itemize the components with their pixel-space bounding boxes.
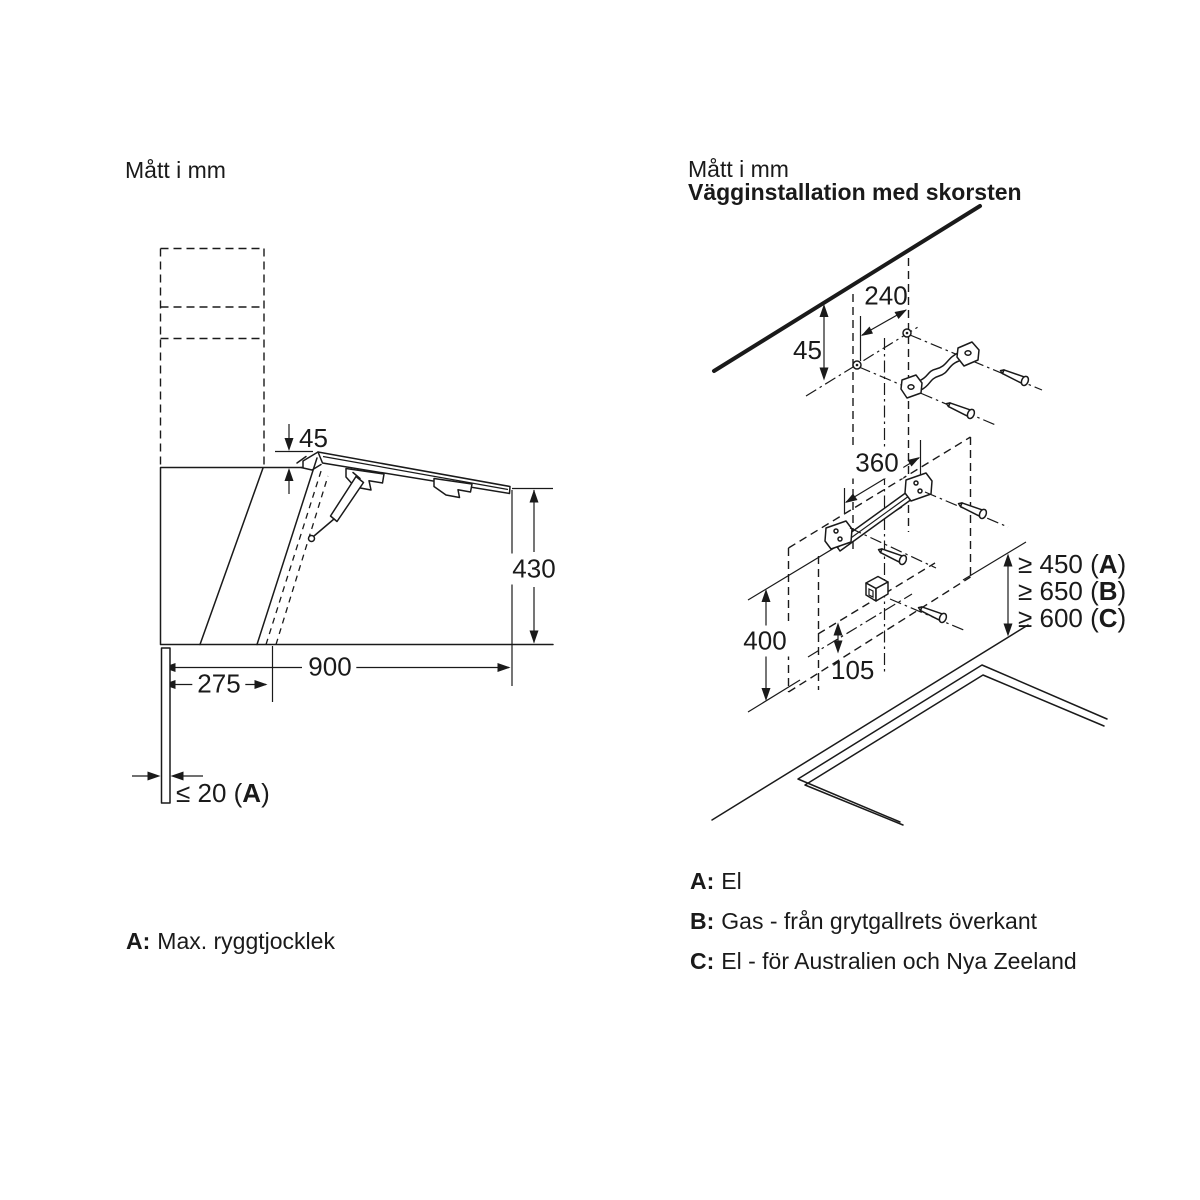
legend-key: A: [126, 928, 151, 954]
screw-icon [997, 365, 1031, 388]
side-view-hood-diagram [132, 247, 554, 804]
dim-430-label: 430 [507, 553, 561, 585]
screw-icon [955, 498, 989, 521]
ceiling-line [712, 204, 982, 373]
clearance-values: ≥ 450 (A) ≥ 650 (B) ≥ 600 (C) [1018, 551, 1126, 632]
clearance-row-b: ≥ 650 (B) [1018, 576, 1127, 606]
dim-back-prefix: ≤ 20 ( [176, 778, 243, 808]
dim-900-label: 900 [303, 651, 357, 683]
screw-icon [915, 602, 949, 625]
dim-360-label: 360 [850, 447, 904, 479]
panel-hook-rear [433, 477, 473, 499]
chimney-bracket [900, 341, 980, 399]
dim-105-label: 105 [831, 655, 875, 685]
dim-back-thickness-label: ≤ 20 (A) [176, 778, 270, 809]
mounting-rail [824, 472, 933, 552]
gas-strut [329, 475, 365, 523]
right-diagram-title: Mått i mm [688, 156, 789, 182]
wall-base-line [711, 624, 1029, 821]
chimney-dashed-outline [159, 247, 265, 467]
left-legend-item: A:Max. ryggtjocklek [126, 928, 335, 955]
clearance-row-c: ≥ 600 (C) [1018, 603, 1127, 633]
right-legend-item-c: C:El - för Australien och Nya Zeeland [690, 948, 1077, 974]
dim-back-suffix: ) [261, 778, 270, 808]
left-diagram-title: Mått i mm [125, 157, 226, 183]
hood-body-outline [159, 466, 554, 646]
hob-outline-inner [804, 674, 1105, 826]
hob-outline-outer [797, 664, 1108, 823]
right-diagram-subtitle: Vägginstallation med skorsten [688, 179, 1022, 205]
wall-back-panel [160, 647, 171, 804]
clearance-row-a: ≥ 450 (A) [1018, 549, 1127, 579]
hood-front-slants [199, 457, 318, 646]
legend-text: Max. ryggtjocklek [157, 928, 335, 954]
right-legend-item-b: B:Gas - från grytgallrets överkant [690, 908, 1038, 934]
dim-back-key: A [242, 778, 262, 808]
hinge-detail [296, 451, 322, 471]
dim-900-lines [164, 490, 513, 686]
hood-dashed-outline [787, 436, 972, 693]
glass-closed-position [265, 467, 329, 645]
dim-45-label: 45 [299, 423, 328, 453]
dim-275-label: 275 [192, 668, 246, 700]
junction-box [865, 575, 889, 602]
dim-240-label: 240 [864, 280, 908, 311]
wall-installation-diagram [711, 204, 1108, 826]
right-legend-item-a: A:El [690, 868, 742, 894]
dim-45-ceiling-label: 45 [793, 335, 822, 365]
dim-400-label: 400 [738, 625, 792, 657]
screw-icon [943, 398, 977, 421]
